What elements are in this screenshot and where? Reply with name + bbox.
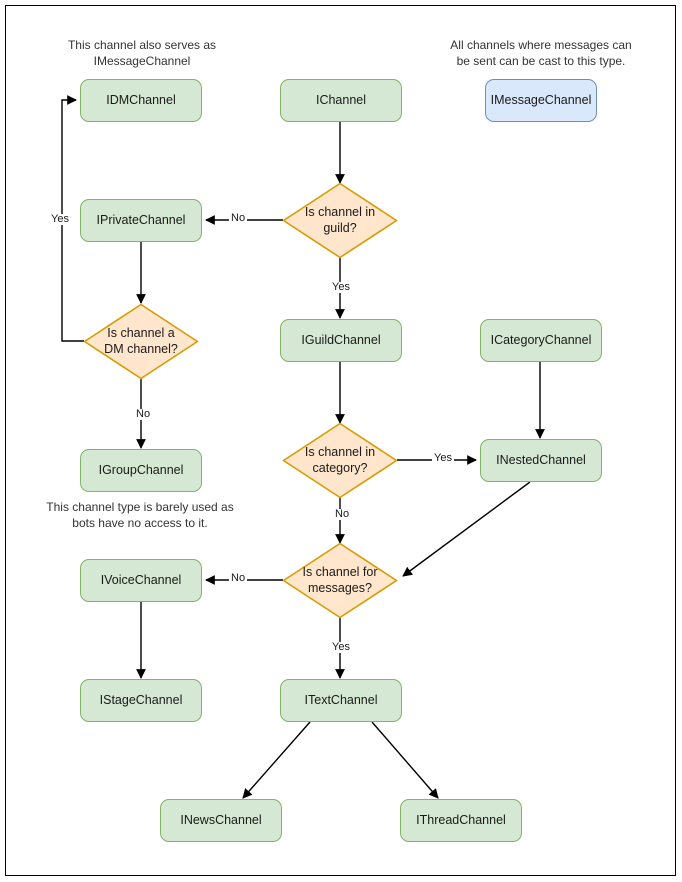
node-istage-channel-label: IStageChannel [99, 692, 183, 707]
note-group-channel: This channel type is barely used as bots… [46, 500, 234, 530]
node-decision-guild[interactable]: Is channel in guild? [282, 182, 398, 259]
node-igroup-channel[interactable]: IGroupChannel [80, 449, 202, 492]
node-decision-dm[interactable]: Is channel a DM channel? [83, 303, 199, 380]
node-imessage-channel-label: IMessageChannel [490, 92, 592, 107]
node-itext-channel[interactable]: ITextChannel [280, 679, 402, 722]
edge-label-guild-no: No [229, 212, 248, 224]
node-idm-channel[interactable]: IDMChannel [80, 79, 202, 122]
node-istage-channel[interactable]: IStageChannel [80, 679, 202, 722]
node-ichannel[interactable]: IChannel [280, 79, 402, 122]
node-inested-channel-label: INestedChannel [496, 452, 586, 467]
node-decision-messages-label: Is channel for messages? [302, 564, 378, 595]
node-icategory-channel[interactable]: ICategoryChannel [480, 319, 602, 362]
edge-label-dm-yes: Yes [49, 213, 71, 225]
node-itext-channel-label: ITextChannel [304, 692, 378, 707]
node-igroup-channel-label: IGroupChannel [98, 462, 184, 477]
node-ithread-channel-label: IThreadChannel [416, 812, 506, 827]
note-message-channel: All channels where messages can be sent … [450, 38, 632, 68]
node-decision-category-label: Is channel in category? [304, 444, 376, 475]
node-ithread-channel[interactable]: IThreadChannel [400, 799, 522, 842]
edge-label-guild-yes: Yes [330, 281, 352, 293]
node-idm-channel-label: IDMChannel [106, 92, 176, 107]
node-decision-dm-label: Is channel a DM channel? [104, 325, 178, 356]
node-imessage-channel[interactable]: IMessageChannel [485, 79, 597, 122]
node-iguild-channel[interactable]: IGuildChannel [280, 319, 402, 362]
node-decision-messages[interactable]: Is channel for messages? [282, 542, 398, 619]
node-iprivate-channel[interactable]: IPrivateChannel [80, 199, 202, 242]
node-icategory-channel-label: ICategoryChannel [490, 332, 592, 347]
node-inews-channel-label: INewsChannel [180, 812, 262, 827]
node-inested-channel[interactable]: INestedChannel [480, 439, 602, 482]
diagram-frame [5, 5, 676, 876]
node-inews-channel[interactable]: INewsChannel [160, 799, 282, 842]
edge-label-messages-yes: Yes [330, 641, 352, 653]
node-ichannel-label: IChannel [315, 92, 367, 107]
node-ivoice-channel-label: IVoiceChannel [100, 572, 182, 587]
node-decision-guild-label: Is channel in guild? [304, 204, 376, 235]
edge-label-category-yes: Yes [432, 452, 454, 464]
decision-dm-shape [83, 303, 199, 380]
decision-guild-shape [282, 182, 398, 259]
node-ivoice-channel[interactable]: IVoiceChannel [80, 559, 202, 602]
node-iprivate-channel-label: IPrivateChannel [96, 212, 186, 227]
edge-label-category-no: No [333, 508, 352, 520]
note-dm-channel: This channel also serves as IMessageChan… [67, 38, 217, 68]
node-iguild-channel-label: IGuildChannel [301, 332, 381, 347]
decision-messages-shape [282, 542, 398, 619]
node-decision-category[interactable]: Is channel in category? [282, 422, 398, 499]
edge-label-messages-no: No [229, 572, 248, 584]
edge-label-dm-no: No [134, 408, 153, 420]
decision-category-shape [282, 422, 398, 499]
